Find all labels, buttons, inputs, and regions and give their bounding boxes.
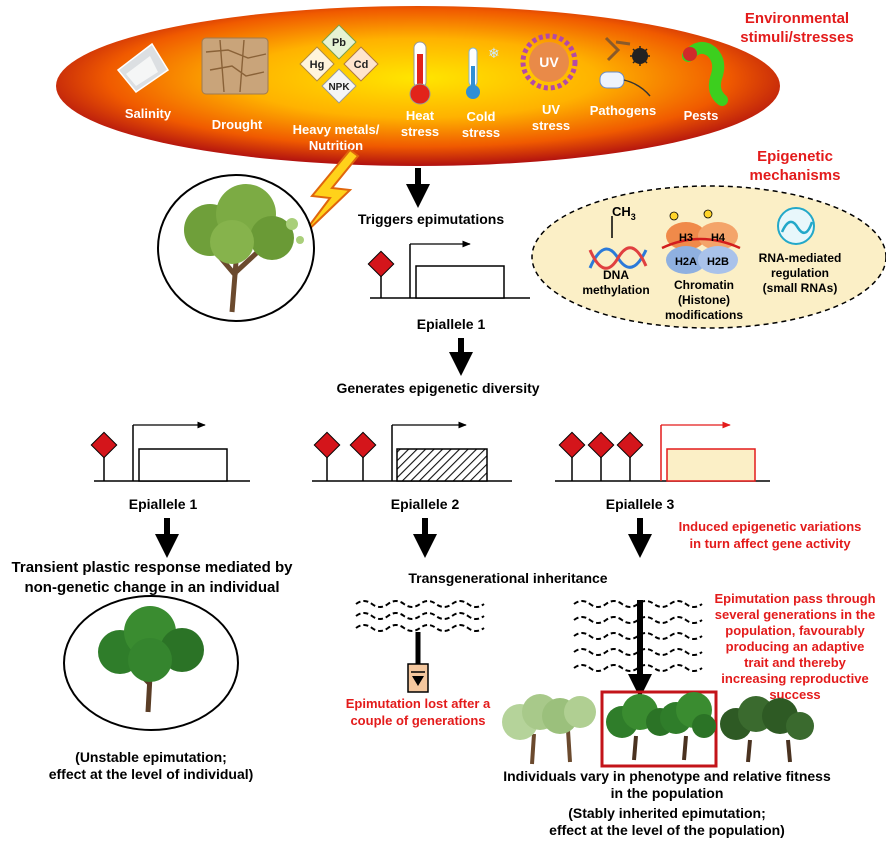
light-trees-group (502, 694, 596, 765)
histone-label: (Histone) (678, 293, 730, 307)
gene-activity-label: in turn affect gene activity (689, 536, 851, 551)
couple-generations-label: couple of generations (350, 713, 485, 728)
heavy-metals-icon (299, 24, 379, 104)
stable-lineage-squiggles (573, 600, 703, 672)
unstable-epimutation-label: (Unstable epimutation; (75, 749, 227, 765)
epigenetic-title: Epigenetic (757, 148, 833, 165)
epiallele-3-gene (555, 421, 770, 482)
generates-diversity-label: Generates epigenetic diversity (336, 380, 539, 396)
cd-label: Cd (354, 59, 369, 71)
uv-badge-label: UV (539, 54, 559, 70)
thermometer-icon (409, 41, 431, 105)
individual-level-label: effect at the level of individual) (49, 766, 254, 782)
drought-icon (201, 37, 269, 95)
heavy-metals-label: Heavy metals/ (293, 122, 380, 137)
npk-label: NPK (328, 82, 350, 93)
histone-icon (661, 209, 741, 274)
stably-inherited-label: (Stably inherited epimutation; (568, 805, 766, 821)
blocked-filter-icon (407, 663, 429, 693)
epiallele-1-label: Epiallele 1 (129, 496, 198, 512)
pests-label: Pests (684, 108, 719, 123)
epiallele-1-gene (90, 421, 250, 482)
pass-through-label-3: population, favourably (725, 623, 865, 638)
stimuli-title: stimuli/stresses (740, 29, 853, 46)
pathogen-icon (599, 36, 651, 97)
epiallele-3-label: Epiallele 3 (606, 496, 675, 512)
heat-stress-label-2: stress (401, 124, 439, 139)
induced-variations-label: Induced epigenetic variations (679, 519, 862, 534)
regulation-label: regulation (771, 266, 829, 280)
healthy-tree-illustration (63, 595, 239, 731)
heat-stress-label-1: Heat (406, 108, 435, 123)
h2b-label: H2B (707, 256, 729, 268)
pest-icon (682, 41, 728, 106)
epiallele-2-label: Epiallele 2 (391, 496, 460, 512)
mechanisms-title: mechanisms (750, 167, 841, 184)
dna-label: DNA (603, 268, 629, 282)
pass-through-label-4: producing an adaptive (726, 639, 865, 654)
pass-through-label-5: trait and thereby (744, 655, 847, 670)
epigenetic-mechanisms-panel: CH3 H3 H4 H2A H2B DNA methylation Chroma… (531, 185, 886, 329)
salinity-label: Salinity (125, 106, 172, 121)
population-level-label: effect at the level of the population) (549, 822, 785, 838)
stressed-tree-illustration (157, 174, 315, 322)
in-population-label: in the population (611, 785, 724, 801)
h3-label: H3 (679, 232, 693, 244)
pass-through-label-1: Epimutation pass through (714, 591, 875, 606)
selected-trees-box (600, 690, 718, 768)
ch3-label: CH3 (612, 204, 636, 222)
pb-label: Pb (332, 37, 346, 49)
rna-mediated-label: RNA-mediated (759, 251, 842, 265)
methylation-label: methylation (582, 283, 649, 297)
stress-panel: ❄ Salinity Drought Heavy metals/ Nutriti… (56, 6, 780, 166)
lightning-bolt-icon (299, 148, 360, 239)
non-genetic-change-label: non-genetic change in an individual (24, 579, 279, 596)
transgenerational-label: Transgenerational inheritance (408, 570, 607, 586)
environmental-title: Environmental (745, 10, 849, 27)
nutrition-label: Nutrition (309, 138, 363, 153)
hg-label: Hg (310, 59, 325, 71)
adapted-trees-group (606, 692, 716, 761)
small-rnas-label: (small RNAs) (763, 281, 838, 295)
pass-through-label-2: several generations in the (715, 607, 875, 622)
dna-helix-icon (588, 216, 648, 270)
cold-stress-icon: ❄ (466, 45, 500, 99)
drought-label: Drought (212, 117, 263, 132)
uv-icon (520, 33, 578, 91)
lost-lineage-squiggles (355, 600, 485, 632)
pass-through-label-6: increasing reproductive (721, 671, 868, 686)
pathogens-label: Pathogens (590, 103, 656, 118)
h4-label: H4 (711, 232, 726, 244)
uv-stress-label-2: stress (532, 118, 570, 133)
epimutation-lost-label: Epimutation lost after a (346, 696, 491, 711)
dark-trees-group (720, 696, 814, 763)
individuals-vary-label: Individuals vary in phenotype and relati… (503, 768, 831, 784)
uv-stress-label-1: UV (542, 102, 560, 117)
chromatin-label: Chromatin (674, 278, 734, 292)
cold-stress-label-1: Cold (467, 109, 496, 124)
epiallele-top-label: Epiallele 1 (417, 316, 486, 332)
modifications-label: modifications (665, 308, 743, 322)
snowflake-icon: ❄ (488, 45, 500, 61)
salinity-icon (116, 42, 170, 94)
cold-stress-label-2: stress (462, 125, 500, 140)
transient-response-label: Transient plastic response mediated by (12, 559, 294, 576)
epiallele-top-gene (367, 240, 530, 299)
triggers-epimutations-label: Triggers epimutations (358, 211, 504, 227)
h2a-label: H2A (675, 256, 697, 268)
rna-icon (777, 207, 815, 245)
epiallele-2-gene (312, 421, 512, 482)
